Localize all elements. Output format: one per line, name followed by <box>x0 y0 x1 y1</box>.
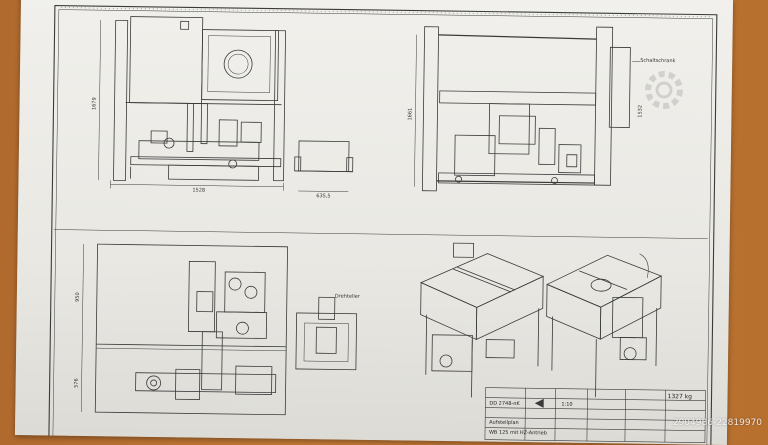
side-view <box>414 25 640 194</box>
title-block-title-1: Aufstellplan <box>489 420 519 426</box>
title-block-title-2: WB 125 mit HZ-Antrieb <box>489 430 547 437</box>
technical-drawing <box>15 0 733 445</box>
drawing-sheet: 1528 1679 635,5 1661 1532 950 576 Schalt… <box>15 0 733 445</box>
dim-top-height-lower: 576 <box>74 378 80 388</box>
watermark-id: 2904986-22819970 <box>673 418 762 428</box>
front-view <box>98 16 354 192</box>
top-view <box>81 244 357 416</box>
dim-front-width: 1528 <box>192 187 205 193</box>
title-block-drawing-no: DD 2748-nK <box>489 401 519 407</box>
top-callout-label: Drehteller <box>335 293 360 299</box>
title-block-scale: 1:10 <box>561 402 572 408</box>
isometric-views <box>419 243 661 400</box>
dim-front-height: 1679 <box>91 97 97 110</box>
gear-watermark-icon <box>634 60 694 120</box>
dim-small-box-width: 635,5 <box>316 193 330 199</box>
title-block-weight: 1327 kg <box>667 393 692 400</box>
dim-top-height-upper: 950 <box>75 292 81 302</box>
dim-side-height-left: 1661 <box>407 108 413 121</box>
